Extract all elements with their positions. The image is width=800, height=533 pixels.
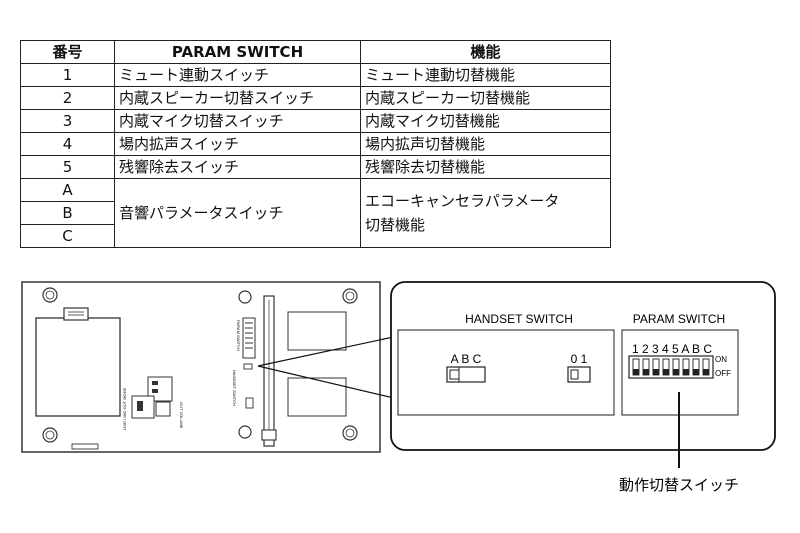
mount-hole-icon (42, 287, 58, 303)
board-module (287, 377, 347, 417)
mount-hole-icon (342, 425, 358, 441)
param-switch-title: PARAM SWITCH (633, 312, 725, 326)
table-row: 1 ミュート連動スイッチ ミュート連動切替機能 (20, 63, 611, 87)
table-row: 2 内蔵スピーカー切替スイッチ 内蔵スピーカー切替機能 (20, 86, 611, 110)
mount-hole-icon (45, 290, 55, 300)
row-switch: 残響除去スイッチ (114, 155, 361, 179)
row-number: B (20, 201, 115, 225)
handset-switch-title: HANDSET SWITCH (465, 312, 573, 326)
row-number: C (20, 224, 115, 248)
group-function-line2: 切替機能 (365, 216, 426, 234)
board-mode-label: LINE / MIC OUT MODE (122, 388, 127, 430)
mount-hole-icon (238, 290, 252, 304)
param-dip-switch[interactable] (628, 355, 714, 379)
board-param-label: PARAM SWITCH (236, 320, 241, 351)
handset-abc-labels: A B C (451, 352, 482, 366)
table-row: 5 残響除去スイッチ 残響除去切替機能 (20, 155, 611, 179)
table-row: C (20, 224, 611, 248)
param-digit-labels: 1 2 3 4 5 A B C (632, 342, 712, 356)
board-handset-switch (245, 397, 254, 409)
battery-latch (63, 307, 89, 321)
row-function: 内蔵マイク切替機能 (360, 109, 611, 133)
off-label: OFF (715, 369, 731, 378)
mount-hole-icon (42, 427, 58, 443)
row-number: 2 (20, 86, 115, 110)
row-switch: 内蔵マイク切替スイッチ (114, 109, 361, 133)
row-number: 1 (20, 63, 115, 87)
row-switch: 内蔵スピーカー切替スイッチ (114, 86, 361, 110)
header-param-switch: PARAM SWITCH (114, 40, 361, 64)
table-row: 4 場内拡声スイッチ 場内拡声切替機能 (20, 132, 611, 156)
mount-hole-icon (45, 430, 55, 440)
mount-hole-icon (345, 291, 355, 301)
callout-label: 動作切替スイッチ (619, 476, 739, 494)
header-number: 番号 (20, 40, 115, 64)
row-function: 場内拡声切替機能 (360, 132, 611, 156)
battery-compartment (35, 317, 121, 417)
on-label: ON (715, 355, 727, 364)
table-row: B (20, 201, 611, 225)
mount-hole-icon (345, 428, 355, 438)
row-number: 4 (20, 132, 115, 156)
mount-hole-icon (238, 425, 252, 439)
board-slot (71, 443, 99, 450)
board-handset-label: HANDSET SWITCH (232, 370, 237, 406)
table-row: 3 内蔵マイク切替スイッチ 内蔵マイク切替機能 (20, 109, 611, 133)
board-volume-label: OUT VOLUME (179, 402, 184, 429)
group-function-line1: エコーキャンセラパラメータ (365, 192, 560, 210)
row-number: 5 (20, 155, 115, 179)
zoom-leader (257, 335, 399, 367)
board-module (287, 311, 347, 351)
table-row: A 音響パラメータスイッチ エコーキャンセラパラメータ切替機能 (20, 178, 611, 248)
zoom-leader (257, 365, 399, 400)
mount-hole-icon (342, 288, 358, 304)
dip-toggles (632, 358, 710, 376)
row-switch: ミュート連動スイッチ (114, 63, 361, 87)
group-function: エコーキャンセラパラメータ切替機能 (360, 178, 611, 248)
row-function: 内蔵スピーカー切替機能 (360, 86, 611, 110)
group-switch: 音響パラメータスイッチ (114, 178, 361, 248)
row-switch: 場内拡声スイッチ (114, 132, 361, 156)
param-switch-table: 番号 PARAM SWITCH 機能 1 ミュート連動スイッチ ミュート連動切替… (20, 40, 611, 248)
handset-01-labels: 0 1 (571, 352, 588, 366)
table-header-row: 番号 PARAM SWITCH 機能 (20, 40, 611, 64)
